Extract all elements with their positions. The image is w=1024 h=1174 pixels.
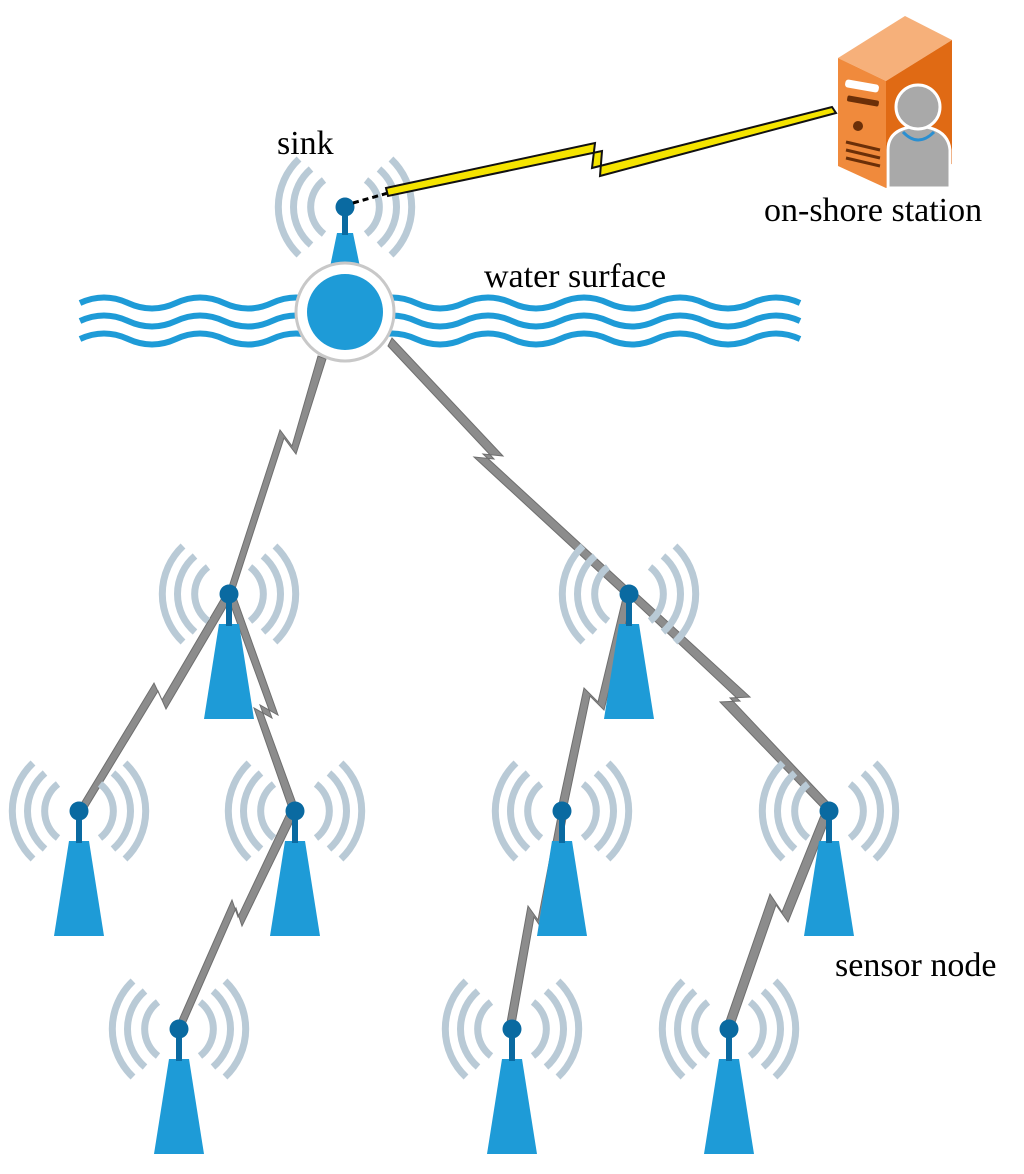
water-surface-label: water surface bbox=[484, 258, 666, 295]
sensor-node-icon bbox=[162, 546, 295, 719]
sensor-node-label: sensor node bbox=[835, 947, 996, 984]
server-user-icon bbox=[838, 16, 952, 190]
link-right-leafb bbox=[626, 589, 833, 813]
station-label: on-shore station bbox=[764, 192, 982, 229]
links bbox=[75, 337, 833, 1032]
sensor-node-icon bbox=[112, 981, 245, 1154]
sink-buoy-icon bbox=[294, 261, 396, 363]
link-sink-node-left bbox=[226, 355, 327, 596]
link-sink-station bbox=[352, 105, 838, 205]
sensor-node-icon bbox=[12, 763, 145, 936]
sink-antenna-icon bbox=[278, 159, 411, 267]
sensor-node-icon bbox=[662, 981, 795, 1154]
link-sink-node-right bbox=[387, 337, 635, 600]
sink-label: sink bbox=[277, 125, 334, 162]
water-waves bbox=[78, 294, 802, 348]
